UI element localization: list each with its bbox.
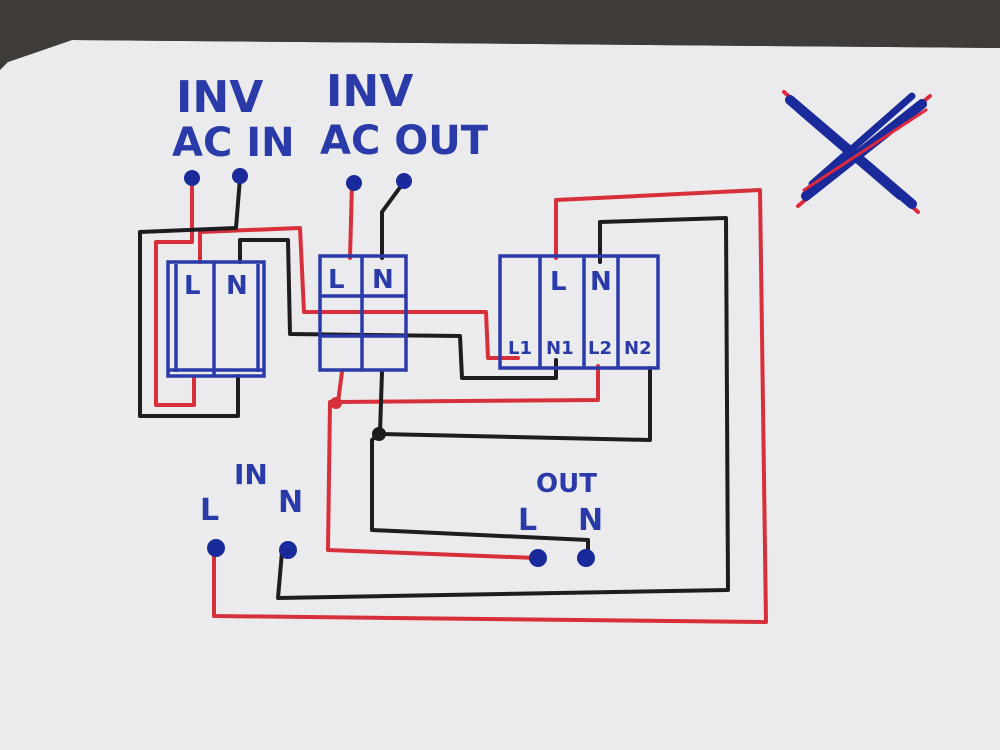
inv-ac-out-n-terminal	[396, 173, 412, 189]
switch-l2-label: L2	[588, 338, 612, 359]
table-corner	[0, 0, 1000, 64]
switch-body	[498, 254, 660, 370]
in-l-label: L	[200, 493, 219, 528]
breaker-2-n-label: N	[372, 265, 394, 295]
in-l-terminal	[207, 539, 225, 557]
breaker-2-l-label: L	[328, 265, 345, 295]
switch-n1-label: N1	[546, 338, 574, 359]
inv-ac-in-l-terminal	[184, 170, 200, 186]
paper-sheet	[0, 40, 1000, 750]
breaker-1-l-label: L	[184, 271, 201, 301]
black-junction-dot	[372, 427, 386, 441]
breaker-1-body	[166, 260, 266, 378]
red-wires	[154, 176, 768, 624]
switch-l-label: L	[550, 267, 567, 297]
red-junction-dot	[330, 397, 342, 409]
in-title: IN	[234, 458, 268, 491]
inv-ac-in-title-line2: AC IN	[172, 120, 295, 166]
red-wire-switch-l-loop	[212, 188, 768, 624]
terminal-dots	[184, 168, 595, 567]
out-n-label: N	[578, 503, 603, 538]
inv-ac-out-l-terminal	[346, 175, 362, 191]
red-wire-to-switch-l2	[334, 364, 600, 404]
black-wire-switch-n-loop	[276, 216, 730, 600]
red-wire-breaker2-to-out-l	[326, 370, 538, 560]
breaker-1	[166, 260, 266, 378]
switch-n2-label: N2	[624, 338, 652, 359]
in-n-terminal	[279, 541, 297, 559]
inv-ac-out-title-line2: AC OUT	[320, 118, 489, 164]
black-wire-breaker2-to-out-n	[370, 370, 590, 558]
breaker-1-n-label: N	[226, 271, 248, 301]
out-l-terminal	[529, 549, 547, 567]
inv-ac-out-title-line1: INV	[326, 66, 413, 117]
out-title: OUT	[536, 469, 597, 499]
switch-n-label: N	[590, 267, 612, 297]
red-wire-inv-out-l	[348, 181, 354, 260]
inv-ac-in-n-terminal	[232, 168, 248, 184]
black-wire-inv-out-n	[380, 180, 406, 260]
inv-ac-in-title-line1: INV	[176, 72, 263, 123]
out-l-label: L	[518, 503, 537, 538]
in-n-label: N	[278, 485, 303, 520]
switch-l1-label: L1	[508, 338, 532, 359]
red-wire-breaker1-to-switch-l1	[198, 226, 520, 360]
changeover-switch	[498, 254, 660, 370]
breaker-2	[318, 254, 408, 372]
out-n-terminal	[577, 549, 595, 567]
black-wire-inv-in-n	[138, 176, 242, 418]
black-wire-to-switch-n2	[378, 366, 652, 442]
cross-mark-icon	[782, 90, 932, 214]
